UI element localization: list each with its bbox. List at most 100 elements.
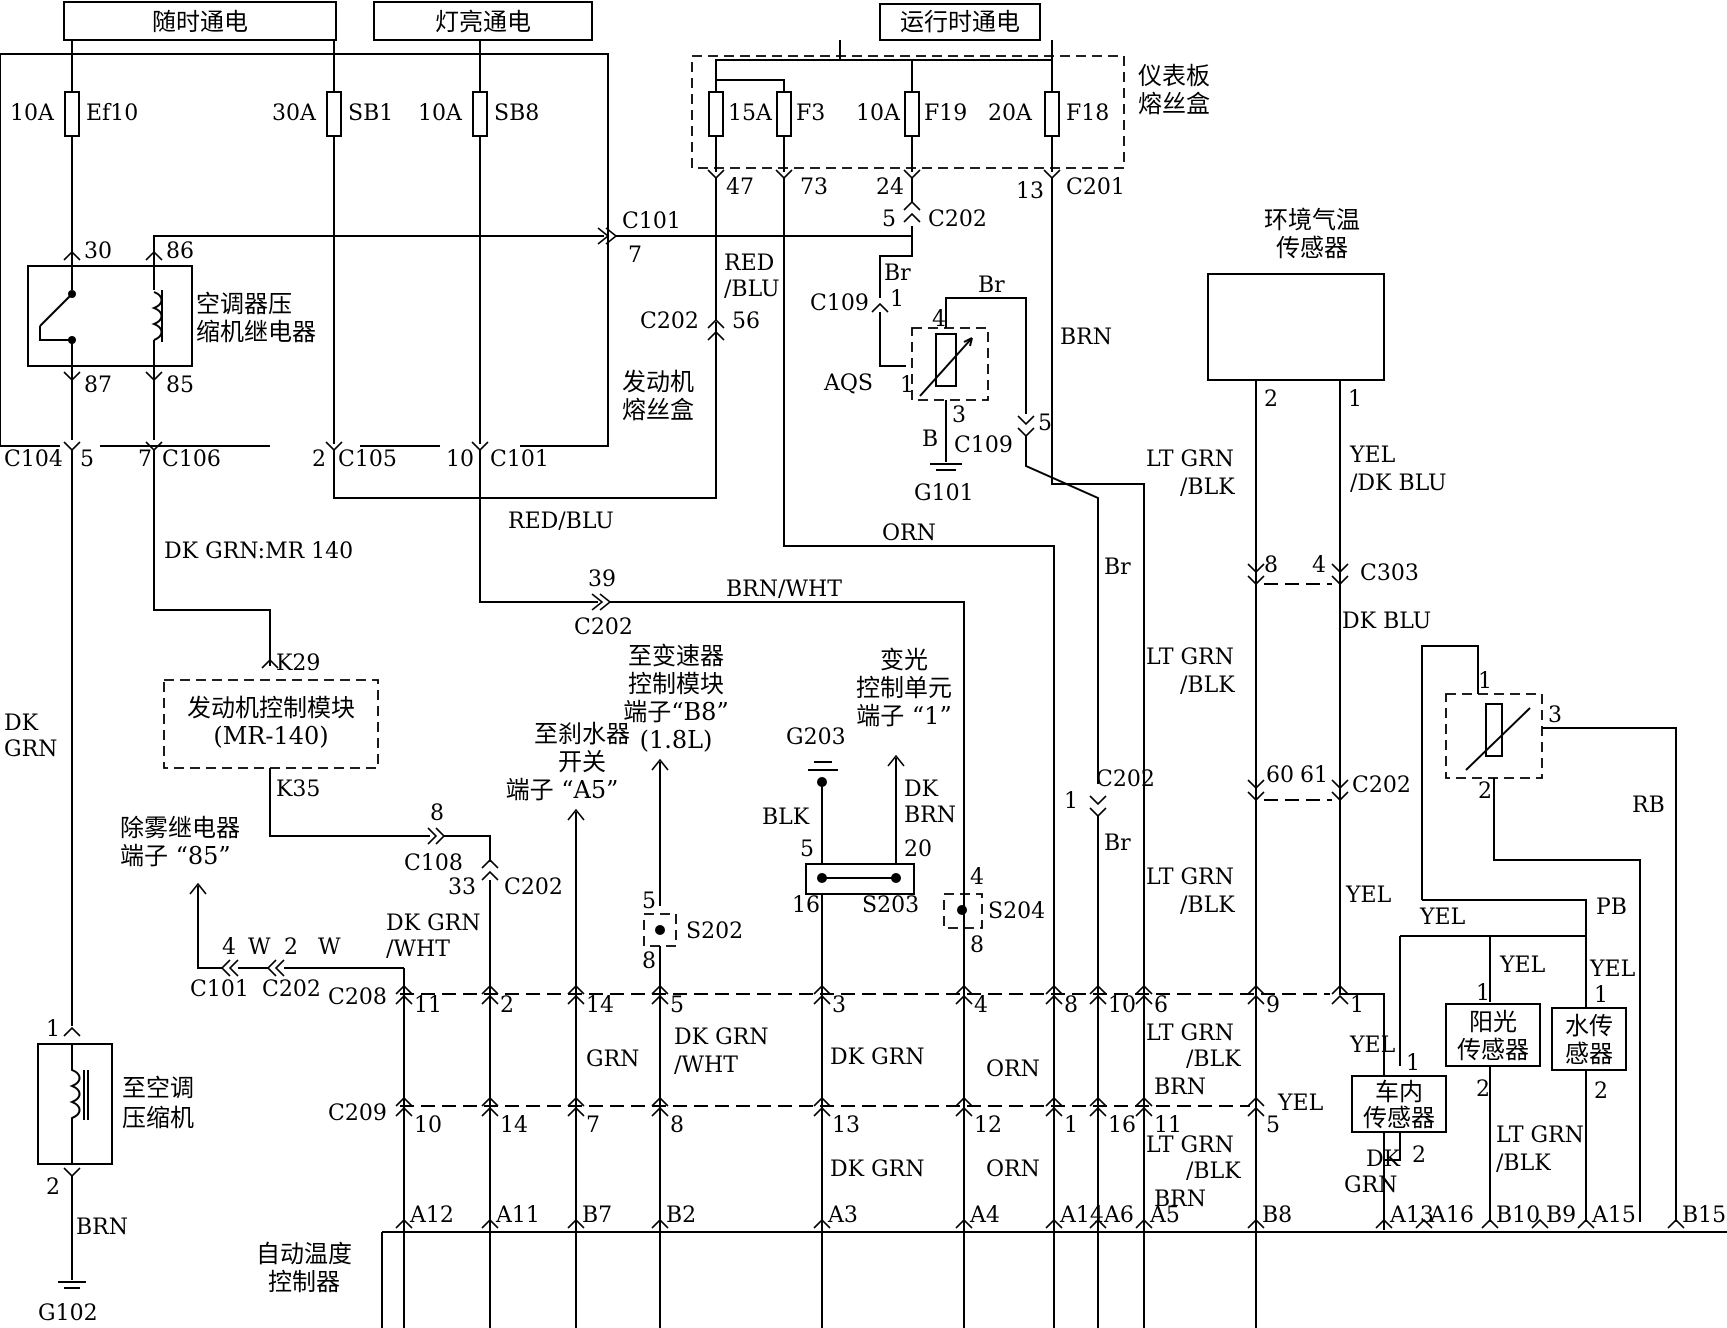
power-header-always: 随时通电 bbox=[63, 1, 337, 41]
svg-text:DK GRN: DK GRN bbox=[830, 1157, 924, 1182]
svg-text:Br: Br bbox=[978, 273, 1005, 298]
svg-text:/BLK: /BLK bbox=[1496, 1151, 1551, 1176]
svg-text:C109: C109 bbox=[810, 291, 869, 316]
defog-note-2: 端子 “85” bbox=[120, 842, 231, 870]
c209-pin-number: 13 bbox=[832, 1113, 860, 1138]
svg-text:GRN: GRN bbox=[4, 737, 57, 762]
connector-pin-arrow bbox=[813, 1096, 831, 1117]
svg-text:/DK BLU: /DK BLU bbox=[1350, 471, 1447, 496]
controller-pin-arrow bbox=[1531, 1218, 1549, 1229]
header-always-text: 随时通电 bbox=[152, 8, 248, 36]
svg-text:/BLU: /BLU bbox=[724, 277, 780, 302]
svg-text:ORN: ORN bbox=[882, 521, 936, 546]
svg-text:LT GRN: LT GRN bbox=[1146, 865, 1234, 890]
compressor-name-2: 压缩机 bbox=[122, 1104, 194, 1132]
ambient-temp-sensor: 环境气温 传感器 2 1 bbox=[1207, 206, 1385, 412]
c209-pin-number: 10 bbox=[414, 1113, 442, 1138]
svg-text:20: 20 bbox=[904, 837, 932, 862]
svg-text:8: 8 bbox=[642, 949, 656, 974]
svg-text:DK: DK bbox=[4, 711, 39, 736]
svg-text:33: 33 bbox=[448, 875, 476, 900]
c208-pin-number: 11 bbox=[414, 993, 442, 1018]
fuse-f19-rating: 10A bbox=[856, 101, 901, 126]
c208-pin-number: 6 bbox=[1154, 993, 1168, 1018]
connector-pin-arrow bbox=[651, 984, 669, 1005]
svg-text:BLK: BLK bbox=[762, 805, 810, 830]
sun-sensor-name-1: 阳光 bbox=[1469, 1008, 1517, 1036]
connector-pin-arrow bbox=[567, 984, 585, 1005]
svg-text:Br: Br bbox=[1104, 555, 1131, 580]
controller-pin-arrow bbox=[1247, 1218, 1265, 1229]
c209-pin-number: 12 bbox=[974, 1113, 1002, 1138]
controller-pin-arrow bbox=[1577, 1218, 1595, 1229]
controller-pin-label: A12 bbox=[409, 1203, 454, 1228]
svg-text:GRN: GRN bbox=[1344, 1173, 1397, 1198]
c209-pin-number: 7 bbox=[586, 1113, 600, 1138]
svg-text:DK GRN: DK GRN bbox=[386, 911, 480, 936]
fuse-f19: 10A F19 bbox=[856, 91, 967, 172]
svg-text:YEL: YEL bbox=[1589, 957, 1636, 982]
c208-pin-number: 5 bbox=[670, 993, 684, 1018]
ecm-name-2: (MR-140) bbox=[213, 722, 328, 750]
controller-pin-arrow bbox=[395, 1218, 413, 1229]
water-sensor-name-1: 水传 bbox=[1565, 1012, 1613, 1040]
engine-fuse-box-label-2: 熔丝盒 bbox=[622, 396, 694, 424]
svg-text:YEL: YEL bbox=[1499, 953, 1546, 978]
wire-k35-c108 bbox=[269, 768, 430, 837]
svg-text:3: 3 bbox=[952, 403, 966, 428]
svg-text:1: 1 bbox=[1064, 789, 1078, 814]
ip-fuse-box-label-2: 熔丝盒 bbox=[1138, 90, 1210, 118]
engine-fuse-box-label-1: 发动机 bbox=[622, 368, 694, 396]
ac-compressor: 1 2 至空调 压缩机 bbox=[37, 1017, 194, 1200]
svg-text:1: 1 bbox=[900, 373, 914, 398]
ground-g203-label: G203 bbox=[786, 725, 846, 750]
controller-pin-arrow bbox=[955, 1218, 973, 1229]
svg-text:8: 8 bbox=[430, 801, 444, 826]
c208-pin-number: 9 bbox=[1266, 993, 1280, 1018]
svg-text:YEL: YEL bbox=[1345, 883, 1392, 908]
ground-g101: G101 bbox=[914, 463, 974, 506]
tcm-note-4: (1.8L) bbox=[640, 726, 713, 754]
ambient-sensor-name-1: 环境气温 bbox=[1264, 206, 1360, 234]
aqs-sensor: 4 1 3 AQS bbox=[823, 307, 989, 428]
svg-text:/BLK: /BLK bbox=[1180, 893, 1235, 918]
svg-text:ORN: ORN bbox=[986, 1157, 1040, 1182]
svg-text:C105: C105 bbox=[338, 447, 397, 472]
splice-s204-label: S204 bbox=[988, 899, 1045, 924]
svg-text:5: 5 bbox=[1038, 411, 1052, 436]
fuse-f3: 15A F3 bbox=[708, 40, 841, 172]
connector-pin-arrow bbox=[813, 984, 831, 1005]
svg-text:C101: C101 bbox=[490, 447, 549, 472]
svg-text:C104: C104 bbox=[4, 447, 63, 472]
brake-note-3: 端子 “A5” bbox=[506, 776, 619, 804]
svg-text:W: W bbox=[318, 935, 341, 960]
connector-pin-arrow bbox=[1331, 984, 1349, 1005]
svg-text:/WHT: /WHT bbox=[386, 937, 450, 962]
wire-brn-wht-2 bbox=[610, 601, 965, 990]
fuse-sb8: 10A SB8 bbox=[418, 40, 539, 444]
wire-orn bbox=[783, 178, 1055, 990]
svg-text:C201: C201 bbox=[1066, 175, 1125, 200]
svg-text:4: 4 bbox=[222, 935, 236, 960]
svg-text:BRN: BRN bbox=[904, 803, 956, 828]
c209-pin-number: 11 bbox=[1154, 1113, 1182, 1138]
power-header-run: 运行时通电 bbox=[879, 3, 1041, 41]
svg-text:YEL: YEL bbox=[1419, 905, 1466, 930]
splice-s202-label: S202 bbox=[686, 919, 743, 944]
c208-pin-number: 14 bbox=[586, 993, 614, 1018]
splice-s203: 16 S203 bbox=[792, 863, 919, 918]
c209-pin-number: 16 bbox=[1108, 1113, 1136, 1138]
controller-pin-label: B8 bbox=[1262, 1203, 1292, 1228]
svg-text:1: 1 bbox=[1406, 1051, 1420, 1076]
svg-text:4: 4 bbox=[1312, 553, 1326, 578]
svg-text:GRN: GRN bbox=[586, 1047, 639, 1072]
svg-text:RB: RB bbox=[1632, 793, 1665, 818]
c209-pin-number: 5 bbox=[1266, 1113, 1280, 1138]
fuse-f18: 20A F18 bbox=[988, 91, 1109, 172]
svg-text:BRN/WHT: BRN/WHT bbox=[726, 577, 842, 602]
dimmer-note-3: 端子 “1” bbox=[856, 702, 951, 730]
c208-pin-number: 4 bbox=[974, 993, 988, 1018]
svg-text:1: 1 bbox=[1348, 387, 1362, 412]
